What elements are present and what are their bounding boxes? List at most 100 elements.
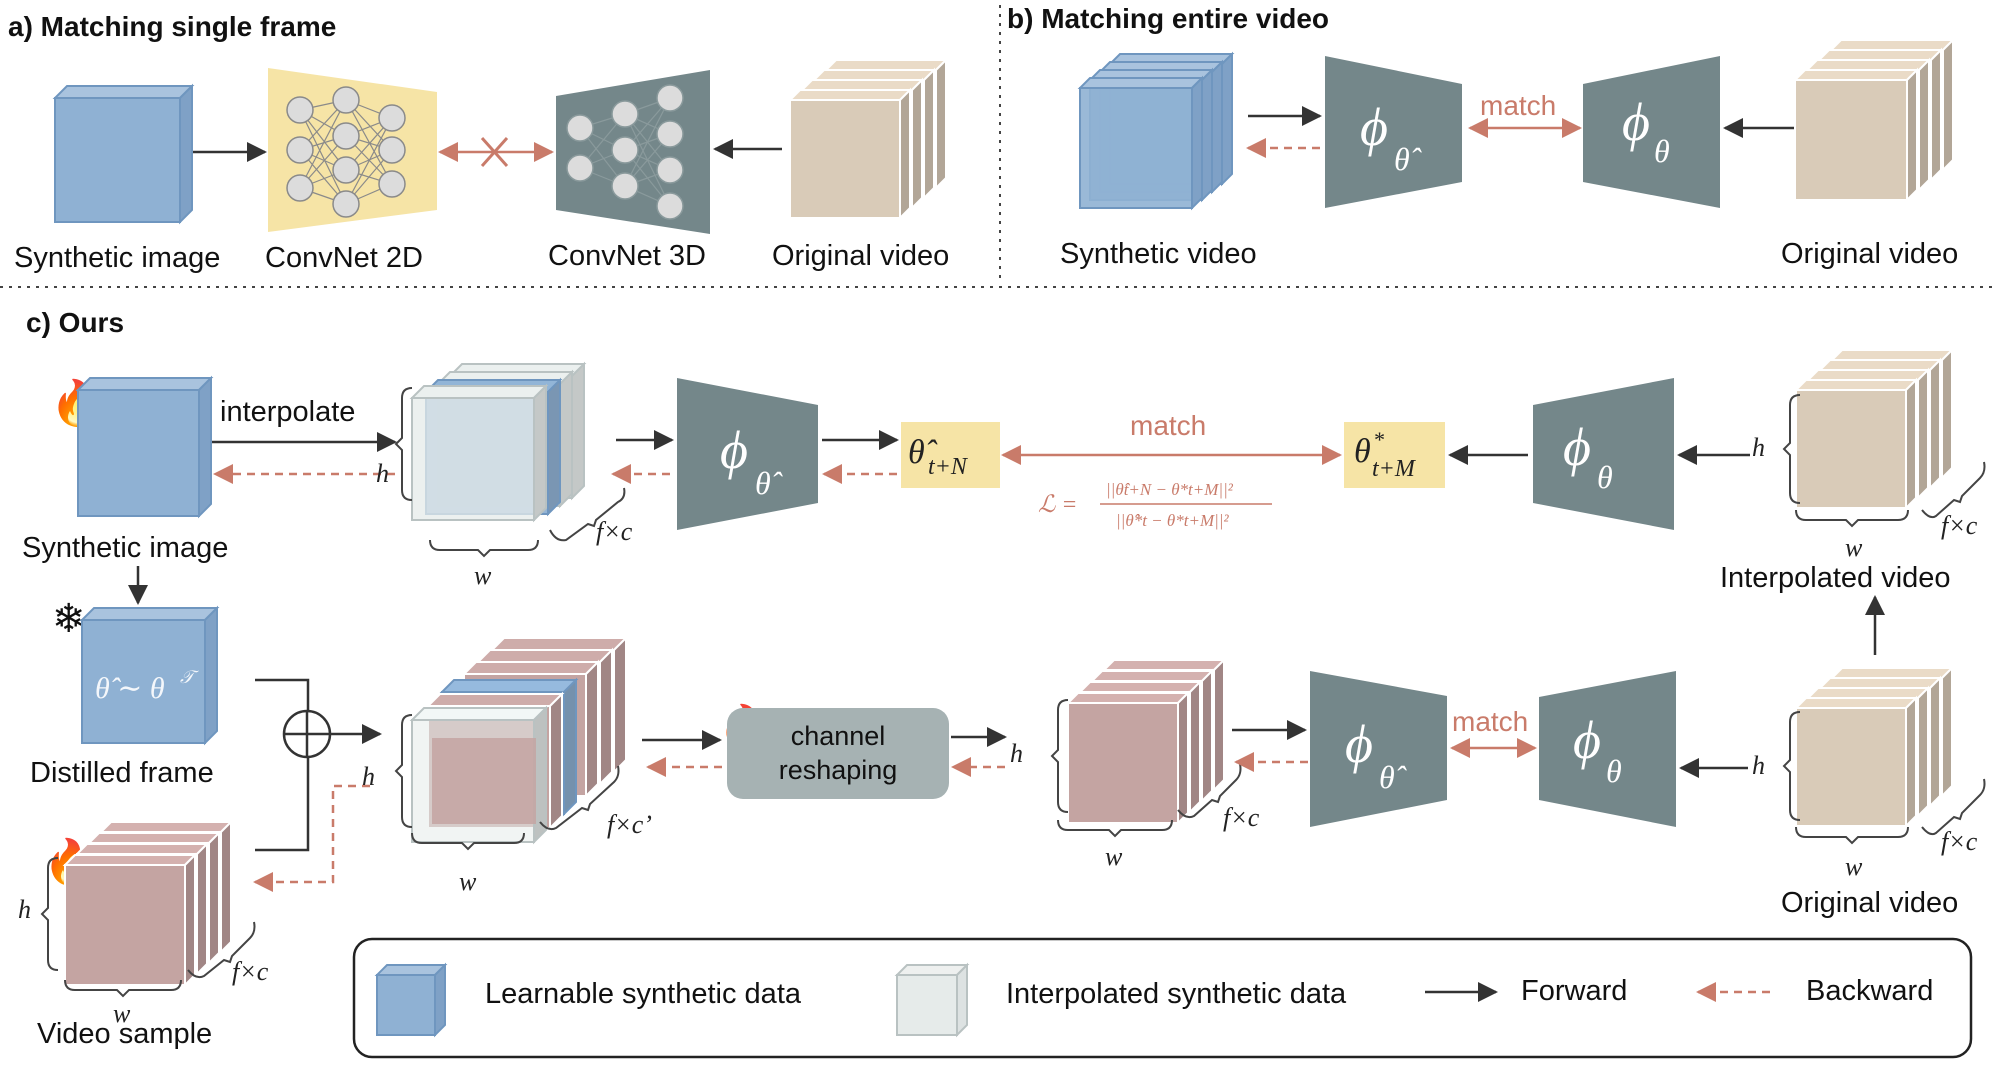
nn3d-node-0-0 (566, 114, 594, 142)
nn2d-node-1-0 (332, 86, 360, 114)
dim-w-5: w (1105, 842, 1123, 871)
arrow-backward-video-sample (253, 784, 370, 892)
dim-brackets-interp-video (1782, 394, 1986, 528)
dim-fc-prime: f×c’ (607, 810, 652, 839)
distilled-formula: θ̂ ∼ θ (95, 672, 165, 705)
theta-hat-box (901, 422, 1000, 488)
dim-h-5: h (1010, 739, 1023, 768)
phi-hat-symbol-c1: ϕ (720, 420, 748, 480)
nn2d-node-2-0 (378, 104, 406, 132)
theta-hat-subscript: t+N (928, 454, 969, 480)
section-c-title: c) Ours (26, 307, 124, 338)
interp-video-layer-0 (1793, 377, 1919, 511)
nn2d-node-2-1 (378, 136, 406, 164)
network-phi-b (1583, 56, 1720, 208)
label-match-c-bottom: match (1452, 706, 1528, 737)
nn3d-node-2-2 (656, 156, 684, 184)
theta-star-symbol: θ (1354, 433, 1371, 470)
synth-video-layer-0 (1077, 75, 1205, 211)
network-phi-c-bottom (1539, 671, 1676, 827)
dim-brackets-video-sample (40, 857, 256, 998)
nn3d-node-1-0 (611, 100, 639, 128)
label-original-video-c: Original video (1781, 887, 1958, 919)
panel-a: Synthetic image ConvNet 2D ConvNet 3D Or… (14, 57, 949, 274)
snowflake-icon: ❄ (52, 597, 86, 641)
nn2d-node-0-2 (286, 174, 314, 202)
dim-h-2: h (1752, 433, 1765, 462)
label-synthetic-image-a: Synthetic image (14, 242, 220, 274)
legend: Learnable synthetic data Interpolated sy… (352, 937, 1973, 1059)
dim-h-6: h (1752, 751, 1765, 780)
legend-swatch-learnable (374, 962, 448, 1038)
nn2d-node-1-3 (332, 190, 360, 218)
nn3d-node-2-3 (656, 192, 684, 220)
legend-forward-label: Forward (1521, 975, 1627, 1007)
dim-h-3: h (18, 895, 31, 924)
dim-h-4: h (362, 762, 375, 791)
channel-reshaping-line1: channel (791, 721, 886, 751)
loss-formula: ℒ = ||θ̂t+N − θ*t+M||² ||θ̂*t − θ*t+M||² (1038, 480, 1272, 530)
dim-brackets-original-c (1782, 711, 1986, 845)
orig-b-layer-0 (1792, 67, 1920, 203)
label-synthetic-image-c: Synthetic image (22, 532, 228, 564)
label-video-sample: Video sample (37, 1018, 212, 1050)
interpolated-stack-top (409, 361, 587, 523)
dim-w-4: w (459, 867, 477, 896)
phi-symbol-b: ϕ (1622, 92, 1650, 152)
oplus-icon (282, 709, 332, 759)
convnet-3d (556, 70, 710, 234)
channel-reshaping-box (727, 708, 949, 799)
dim-w-2: w (1845, 533, 1863, 562)
legend-swatch-interpolated (894, 962, 970, 1038)
legend-box (352, 937, 1973, 1059)
nn3d-node-1-2 (611, 172, 639, 200)
panel-b: Synthetic video ϕ θ̂ match ϕ θ Original … (1060, 37, 1958, 270)
nn3d-node-2-1 (656, 120, 684, 148)
theta-star-sub: t+M (1372, 456, 1417, 482)
network-phi-c-top (1533, 378, 1674, 530)
combine-line-top (255, 678, 310, 712)
label-match-c-top: match (1130, 410, 1206, 441)
label-original-video-b: Original video (1781, 238, 1958, 270)
dim-fc-5: f×c (1223, 803, 1260, 832)
dim-w-1: w (474, 561, 492, 590)
nn3d-node-2-0 (656, 84, 684, 112)
theta-star-sup: * (1373, 427, 1384, 452)
interpolated-video-stack (1793, 347, 1955, 511)
video-sample-layer-0 (62, 852, 198, 988)
reshaped-synthetic-stack (1065, 657, 1227, 826)
panel-c: 🔥 Synthetic image interpolate h w f×c ϕ … (18, 347, 1986, 1050)
nn2d-node-2-2 (378, 170, 406, 198)
label-synthetic-video: Synthetic video (1060, 238, 1257, 270)
mixed-front-fill (432, 738, 536, 824)
reshaped-layer-0 (1065, 690, 1191, 826)
combine-line-bottom (255, 756, 310, 852)
synthetic-image-cube-c (75, 375, 214, 519)
label-interpolate: interpolate (220, 396, 355, 428)
nn2d-node-0-0 (286, 96, 314, 124)
phi-sub-b: θ (1654, 133, 1670, 169)
loss-lhs: ℒ = (1038, 492, 1077, 518)
dim-fc-6: f×c (1941, 827, 1978, 856)
section-b-title: b) Matching entire video (1007, 3, 1329, 34)
dim-fc-2: f×c (1941, 511, 1978, 540)
dim-w-6: w (1845, 852, 1863, 881)
mixed-synthetic-stack (409, 635, 629, 845)
label-convnet-2d: ConvNet 2D (265, 242, 423, 274)
video-sample-stack (62, 819, 234, 988)
channel-reshaping-line2: reshaping (779, 755, 898, 785)
distilled-frame-cube (79, 605, 220, 746)
nn3d-node-0-1 (566, 154, 594, 182)
loss-numerator: ||θ̂t+N − θ*t+M||² (1106, 480, 1234, 499)
convnet-2d (268, 68, 437, 232)
orig-c-layer-0 (1793, 695, 1919, 829)
nn2d-node-1-2 (332, 156, 360, 184)
nn2d-node-0-1 (286, 136, 314, 164)
network-phi-hat-c-bottom (1310, 671, 1447, 827)
section-a-title: a) Matching single frame (8, 11, 336, 42)
dim-w-3: w (113, 999, 131, 1028)
orig-a-layer-0 (787, 87, 913, 221)
theta-star-box (1344, 422, 1445, 488)
phi-sub-c1: θ (1597, 459, 1613, 495)
